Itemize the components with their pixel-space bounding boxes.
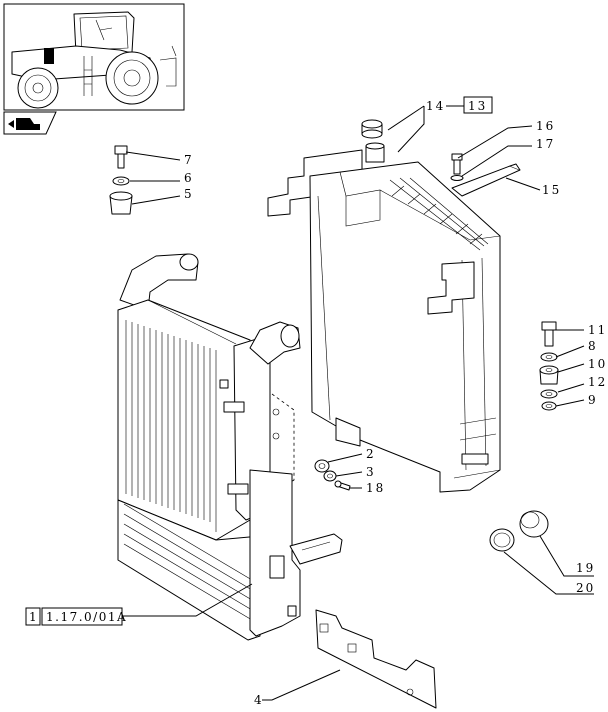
washer-2 (314, 459, 330, 473)
callout-5: 5 (184, 187, 194, 201)
callout-11: 11 (588, 323, 607, 337)
callout-labels: 7 6 5 14 13 16 17 15 11 8 10 12 9 2 3 18… (184, 96, 607, 707)
reference-link[interactable]: 1 1.17.0/01A (25, 607, 127, 626)
callout-10: 10 (588, 357, 607, 371)
callout-20: 20 (576, 581, 595, 595)
washer-6 (112, 176, 130, 186)
callout-8: 8 (588, 339, 598, 353)
callout-14: 14 (426, 99, 445, 113)
reference-code-box (41, 607, 123, 626)
clamp-20 (489, 528, 515, 552)
strap-15 (451, 163, 521, 197)
callout-16: 16 (536, 119, 555, 133)
callout-6: 6 (184, 171, 194, 185)
bolt-16 (451, 153, 463, 175)
tractor-thumbnail (3, 3, 185, 111)
reference-section-box (25, 607, 41, 626)
callout-19: 19 (576, 561, 595, 575)
callout-2: 2 (366, 447, 376, 461)
callout-13-box (463, 96, 493, 114)
callout-4: 4 (254, 693, 264, 707)
reference-code: 1.17.0/01A (46, 610, 127, 624)
bolt-11 (541, 321, 557, 347)
tractor-icon (11, 11, 177, 109)
callout-15: 15 (542, 183, 561, 197)
intercooler (117, 253, 343, 641)
washer-12 (540, 389, 558, 399)
washer-8 (540, 352, 558, 362)
leader-lines (122, 105, 594, 701)
washer-17 (450, 175, 464, 181)
bolt-18 (334, 480, 351, 491)
grommet-3 (323, 470, 337, 482)
callout-17: 17 (536, 137, 555, 151)
callout-12: 12 (588, 375, 607, 389)
nut-9 (541, 401, 557, 411)
bushing-10 (539, 365, 559, 385)
radiator (267, 142, 501, 493)
nav-arrow-box[interactable] (3, 111, 57, 135)
callout-9: 9 (588, 393, 598, 407)
callout-7: 7 (184, 153, 194, 167)
callout-13: 13 (468, 99, 487, 113)
callout-3: 3 (366, 465, 376, 479)
reference-section: 1 (29, 610, 39, 624)
hose-19 (519, 510, 549, 538)
callout-18: 18 (366, 481, 385, 495)
radiator-cap-14 (361, 119, 383, 139)
bolt-7 (114, 145, 128, 169)
plate-4 (315, 609, 437, 709)
arrow-hand-icon (8, 118, 40, 130)
bushing-5 (109, 191, 133, 215)
